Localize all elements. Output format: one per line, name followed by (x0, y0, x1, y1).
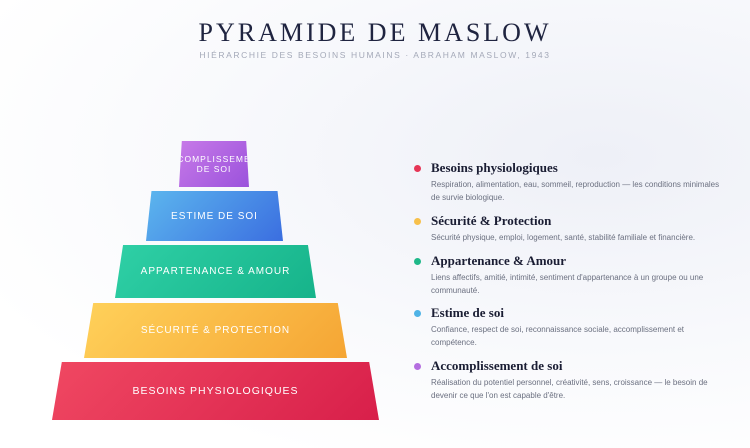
pyramid-level-safety: SÉCURITÉ & PROTECTION (84, 303, 347, 358)
page-title: PYRAMIDE DE MASLOW (198, 18, 552, 47)
pyramid-level-belonging: APPARTENANCE & AMOUR (115, 245, 316, 298)
pyramid-level-label: COMPLISSEME DE SOI (179, 154, 249, 174)
pyramid-level-label: BESOINS PHYSIOLOGIQUES (132, 385, 299, 397)
legend-item-title: Estime de soi (431, 305, 504, 320)
legend-dot-icon (414, 310, 421, 317)
legend-item-title: Appartenance & Amour (431, 253, 567, 268)
legend-item-description: Respiration, alimentation, eau, sommeil,… (431, 180, 720, 202)
pyramid-level-self-actualization: COMPLISSEME DE SOI (179, 141, 249, 187)
pyramid-level-label: APPARTENANCE & AMOUR (140, 266, 291, 277)
legend-item-title: Accomplissement de soi (431, 358, 563, 373)
pyramid-level-esteem: ESTIME DE SOI (146, 191, 283, 241)
legend-item-title: Sécurité & Protection (431, 213, 552, 228)
legend-dot-icon (414, 363, 421, 370)
pyramid-level-label: ESTIME DE SOI (171, 210, 258, 222)
legend-item-description: Réalisation du potentiel personnel, créa… (431, 378, 708, 400)
legend-dot-icon (414, 218, 421, 225)
pyramid-level-label: SÉCURITÉ & PROTECTION (140, 325, 291, 336)
legend-dot-icon (414, 258, 421, 265)
legend-dot-icon (414, 165, 421, 172)
legend-item-description: Liens affectifs, amitié, intimité, senti… (431, 273, 704, 295)
pyramid-level-physiological: BESOINS PHYSIOLOGIQUES (52, 362, 379, 420)
legend-item-title: Besoins physiologiques (431, 160, 558, 175)
legend-item-description: Confiance, respect de soi, reconnaissanc… (431, 325, 685, 347)
legend-item-description: Sécurité physique, emploi, logement, san… (431, 233, 696, 242)
page-subtitle: HIÉRARCHIE DES BESOINS HUMAINS · ABRAHAM… (199, 50, 551, 60)
